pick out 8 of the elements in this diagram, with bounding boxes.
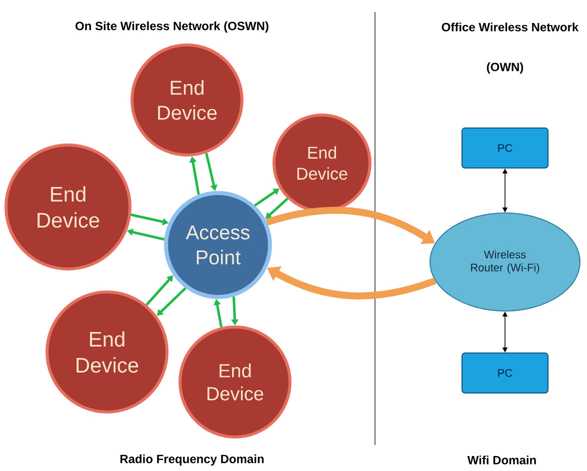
heading: On Site Wireless Network (OSWN) [76,21,268,33]
heading: (OWN) [486,62,524,74]
arrow [254,188,280,207]
pc-box: PC [462,128,548,168]
heading: Radio Frequency Domain [120,454,264,466]
pc-box: PC [462,352,548,394]
heading: Office Wireless Network [442,22,579,32]
heading: Wifi Domain [467,456,536,464]
